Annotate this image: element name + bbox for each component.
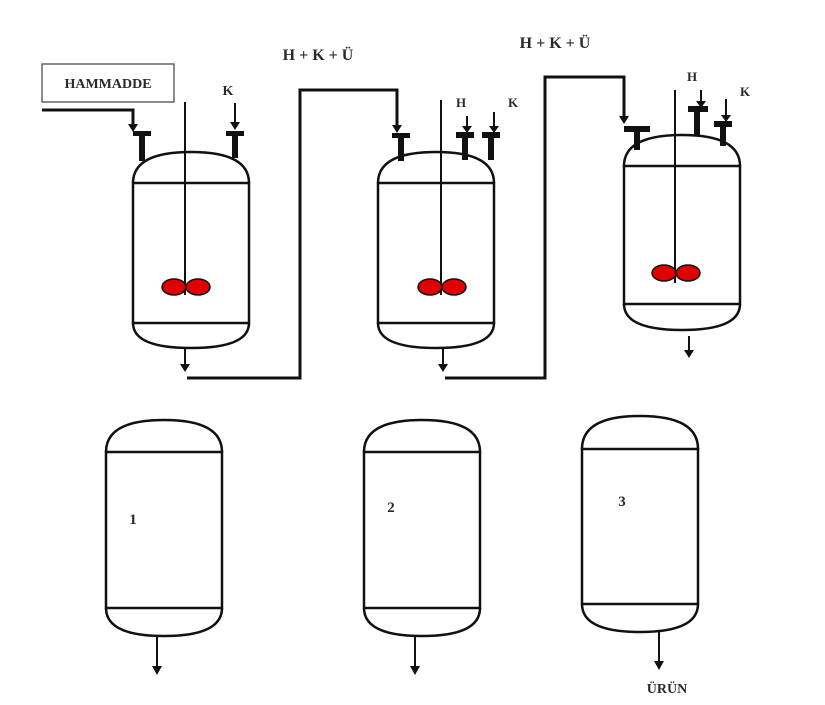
arrow-down-icon (438, 364, 448, 372)
impeller-blade (675, 264, 701, 282)
impeller-blade (185, 278, 211, 296)
feed-box: HAMMADDE (41, 63, 175, 103)
reactor-2: H K (376, 95, 519, 372)
tank-label: 1 (129, 512, 137, 528)
vessel-bottom-head (622, 303, 742, 332)
storage-tank-2: 2 (362, 418, 482, 675)
vessel-top-head (131, 150, 251, 184)
tank-bottom-head (362, 607, 482, 638)
product-label: ÜRÜN (647, 680, 687, 697)
arrow-down-icon (392, 125, 402, 133)
vessel-shell (131, 181, 251, 325)
inlet-label-h: H (456, 95, 466, 110)
vessel-bottom-head (376, 322, 496, 350)
storage-tank-1: 1 (104, 418, 224, 675)
vessel-bottom-head (131, 322, 251, 350)
tank-top-head (580, 414, 700, 450)
arrow-down-icon (489, 126, 499, 133)
tank-bottom-head (580, 603, 700, 634)
arrow-down-icon (152, 666, 162, 675)
feed-box-frame (41, 63, 175, 103)
tank-bottom-head (104, 607, 224, 638)
arrow-down-icon (721, 115, 731, 122)
arrow-down-icon (619, 116, 629, 124)
nozzle-stem (694, 106, 700, 136)
tank-label: 3 (618, 494, 626, 510)
nozzle-stem (398, 133, 404, 161)
tank-shell (362, 450, 482, 610)
transfer-line-1-2 (187, 88, 399, 380)
tank-label: 2 (387, 500, 395, 516)
vessel-top-head (622, 133, 742, 167)
vessel-shell (376, 181, 496, 325)
inlet-label-k: K (740, 84, 751, 99)
arrow-down-icon (696, 101, 706, 108)
transfer-label-1: H + K + Ü (283, 46, 354, 64)
transfer-label-2: H + K + Ü (520, 34, 591, 52)
tank-top-head (362, 418, 482, 453)
nozzle-stem (139, 131, 145, 161)
storage-tank-3: 3 ÜRÜN (580, 414, 700, 697)
feed-arrow-icon (128, 124, 138, 132)
tank-top-head (104, 418, 224, 453)
arrow-down-icon (462, 126, 472, 133)
arrow-down-icon (410, 666, 420, 675)
impeller-blade (651, 264, 677, 282)
impeller-blade (441, 278, 467, 296)
vessel-top-head (376, 150, 496, 184)
arrow-down-icon (180, 364, 190, 372)
nozzle-stem (634, 126, 640, 150)
tank-shell (580, 447, 700, 606)
arrow-down-icon (684, 350, 694, 358)
feed-line (42, 108, 135, 125)
impeller-blade (161, 278, 187, 296)
arrow-down-icon (230, 122, 240, 130)
tank-shell (104, 450, 224, 610)
reactor-1: K (131, 84, 251, 372)
nozzle-stem (232, 131, 238, 158)
impeller-blade (417, 278, 443, 296)
nozzle-stem (488, 132, 494, 160)
transfer-line-2-3 (445, 75, 626, 380)
feed-label: HAMMADDE (64, 77, 151, 92)
arrow-down-icon (654, 661, 664, 670)
inlet-label-k: K (223, 84, 234, 99)
reactor-3: H K (622, 69, 751, 358)
nozzle-stem (462, 132, 468, 160)
inlet-label-h: H (687, 69, 697, 84)
inlet-label-k: K (508, 95, 519, 110)
vessel-shell (622, 164, 742, 306)
nozzle-stem (720, 121, 726, 146)
